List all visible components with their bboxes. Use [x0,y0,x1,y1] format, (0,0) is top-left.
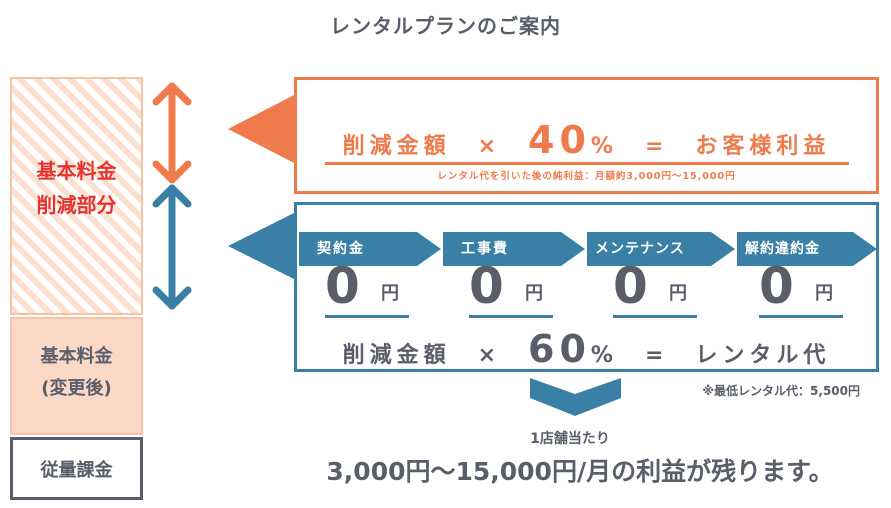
usage-label: 従量課金 [40,460,113,481]
step-construction: 工事費 [443,232,585,266]
benefit-note: レンタル代を引いた後の純利益：月額約3,000円〜15,000円 [437,171,736,182]
benefit-suffix: % = お客様利益 [590,134,831,159]
result-statement: 3,000円〜15,000円/月の利益が残ります。 [326,457,834,486]
benefit-percent: 40 [528,118,591,162]
base-label-line1: 基本料金 [40,346,113,367]
page-title: レンタルプランのご案内 [330,14,561,38]
down-chevron-icon [530,378,621,416]
benefit-prefix: 削減金額 × [342,134,529,159]
minimum-rental-note: ※最低レンタル代：5,500円 [702,384,860,398]
base-label-line2: (変更後) [41,378,112,399]
customer-benefit-box: 削減金額 × 40% = お客様利益 レンタル代を引いた後の純利益：月額約3,0… [294,77,879,194]
reduction-portion-block: 基本料金 削減部分 [10,77,143,315]
orange-pointer-icon [228,94,296,164]
orange-double-arrow-icon [152,82,192,184]
base-fee-block: 基本料金 (変更後) [10,317,143,435]
reduction-label-line2: 削減部分 [36,193,117,217]
blue-double-arrow-icon [152,184,192,310]
rental-formula: 削減金額 × 60% = レンタル代 [297,327,876,371]
reduction-label-line1: 基本料金 [36,159,117,183]
per-store-label: 1店舗当たり [530,431,610,447]
rental-prefix: 削減金額 × [342,343,529,368]
usage-fee-block: 従量課金 [10,437,143,500]
rental-percent: 60 [528,327,591,371]
step-contract: 契約金 [299,232,441,266]
rental-suffix: % = レンタル代 [590,343,831,368]
step-maintenance: メンテナンス [587,232,735,266]
blue-pointer-icon [228,212,296,280]
benefit-divider [325,162,849,165]
step-cancellation: 解約違約金 [737,232,877,266]
benefit-formula: 削減金額 × 40% = お客様利益 [297,118,876,162]
